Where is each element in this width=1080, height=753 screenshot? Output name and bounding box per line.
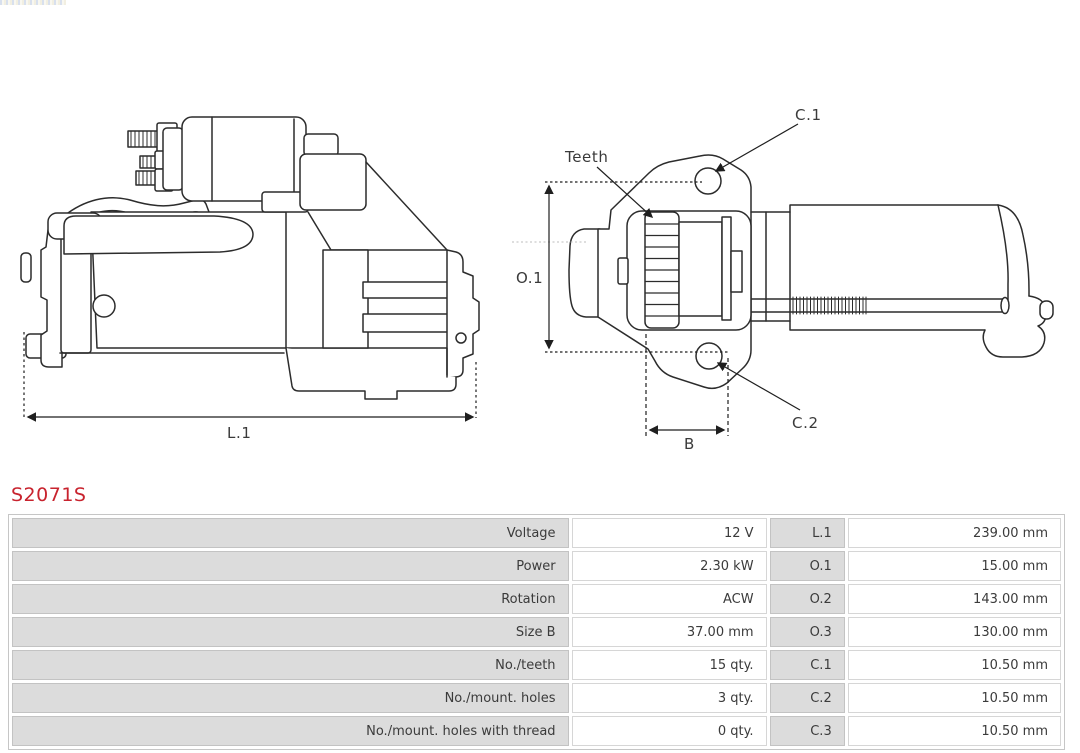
logo-placeholder-strip bbox=[0, 0, 66, 5]
side-view-hole bbox=[92, 294, 116, 318]
callout-label-c2: C.2 bbox=[792, 414, 819, 432]
dim-value: 239.00 mm bbox=[847, 518, 1061, 548]
dim-value: 10.50 mm bbox=[847, 716, 1061, 746]
spec-value: 12 V bbox=[571, 518, 767, 548]
dim-label: L.1 bbox=[769, 518, 845, 548]
rear-bracket bbox=[982, 295, 1047, 358]
dim-label: O.2 bbox=[769, 584, 845, 614]
drive-end-housing bbox=[285, 133, 480, 400]
spec-row-rotation: Rotation ACW O.2 143.00 mm bbox=[12, 584, 1061, 614]
callout-label-teeth: Teeth bbox=[564, 148, 608, 166]
dim-value: 15.00 mm bbox=[847, 551, 1061, 581]
mounting-hole-c1 bbox=[694, 167, 722, 195]
dimension-label-b: B bbox=[684, 435, 695, 453]
armature-shaft bbox=[750, 296, 1010, 315]
spec-value: 2.30 kW bbox=[571, 551, 767, 581]
spec-row-mount-holes-thread: No./mount. holes with thread 0 qty. C.3 … bbox=[12, 716, 1061, 746]
spec-row-mount-holes: No./mount. holes 3 qty. C.2 10.50 mm bbox=[12, 683, 1061, 713]
part-number: S2071S bbox=[11, 484, 87, 506]
motor-body bbox=[789, 204, 1054, 358]
solenoid bbox=[127, 116, 309, 213]
starter-side-view-drawing bbox=[20, 116, 480, 400]
spec-value: 0 qty. bbox=[571, 716, 767, 746]
spec-label: Voltage bbox=[12, 518, 569, 548]
dim-value: 143.00 mm bbox=[847, 584, 1061, 614]
dim-label: C.1 bbox=[769, 650, 845, 680]
pinion-gear bbox=[644, 211, 680, 329]
callout-label-c1: C.1 bbox=[795, 106, 822, 124]
spec-label: Power bbox=[12, 551, 569, 581]
dim-label: C.2 bbox=[769, 683, 845, 713]
spec-row-voltage: Voltage 12 V L.1 239.00 mm bbox=[12, 518, 1061, 548]
dimension-label-o1: O.1 bbox=[516, 269, 543, 287]
spec-label: Size B bbox=[12, 617, 569, 647]
dim-value: 10.50 mm bbox=[847, 683, 1061, 713]
spec-label: No./mount. holes with thread bbox=[12, 716, 569, 746]
spec-row-size-b: Size B 37.00 mm O.3 130.00 mm bbox=[12, 617, 1061, 647]
dimension-label-l1: L.1 bbox=[227, 424, 251, 442]
spec-table: Voltage 12 V L.1 239.00 mm Power 2.30 kW… bbox=[8, 514, 1065, 750]
dimension-o1 bbox=[512, 181, 728, 353]
dimension-b bbox=[645, 334, 729, 436]
dim-label: O.3 bbox=[769, 617, 845, 647]
dim-label: O.1 bbox=[769, 551, 845, 581]
clutch-assembly bbox=[678, 216, 743, 321]
starter-front-view-drawing bbox=[568, 154, 1054, 390]
spec-value: 3 qty. bbox=[571, 683, 767, 713]
spec-label: Rotation bbox=[12, 584, 569, 614]
spec-row-power: Power 2.30 kW O.1 15.00 mm bbox=[12, 551, 1061, 581]
mounting-hole-c2 bbox=[695, 342, 723, 370]
spec-row-teeth: No./teeth 15 qty. C.1 10.50 mm bbox=[12, 650, 1061, 680]
leader-lines bbox=[596, 123, 801, 411]
spec-value: ACW bbox=[571, 584, 767, 614]
dimension-l1 bbox=[23, 332, 477, 422]
technical-drawings: L.1 bbox=[20, 106, 1054, 453]
spec-value: 37.00 mm bbox=[571, 617, 767, 647]
spec-label: No./mount. holes bbox=[12, 683, 569, 713]
dim-value: 130.00 mm bbox=[847, 617, 1061, 647]
dim-label: C.3 bbox=[769, 716, 845, 746]
spec-label: No./teeth bbox=[12, 650, 569, 680]
spec-value: 15 qty. bbox=[571, 650, 767, 680]
dim-value: 10.50 mm bbox=[847, 650, 1061, 680]
